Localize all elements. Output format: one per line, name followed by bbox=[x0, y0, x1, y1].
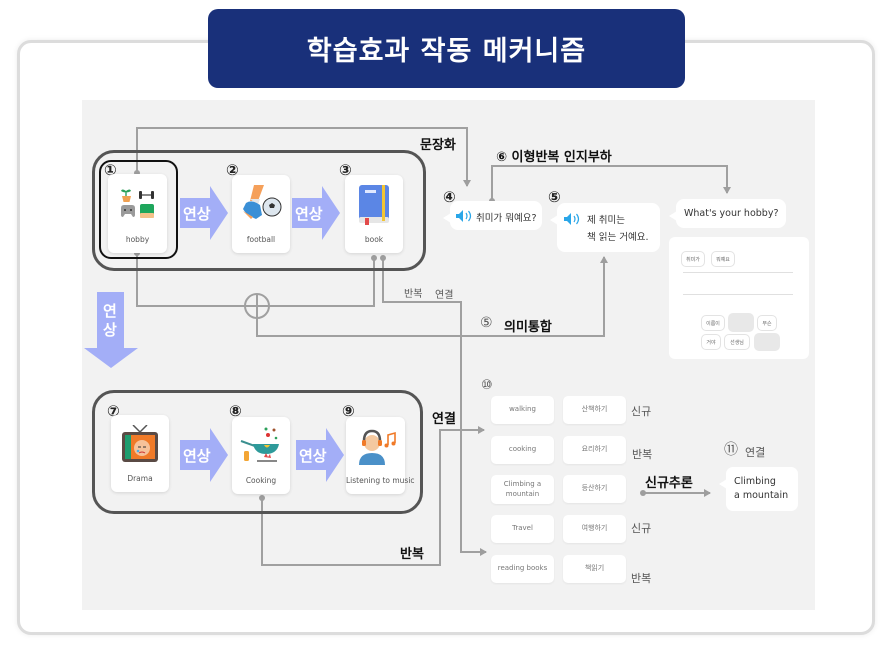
associate-arrow: 연상 bbox=[180, 186, 228, 240]
concept-card-music[interactable]: Listening to music bbox=[346, 417, 415, 494]
cooking-pan-icon bbox=[240, 427, 279, 462]
question-bubble[interactable]: 취미가 뭐예요? bbox=[443, 201, 542, 230]
line-integration bbox=[256, 256, 608, 337]
card-number: ⑧ bbox=[229, 402, 242, 420]
sentence-builder-panel: 취미가 뭐예요 이름이 무슨 거야 선생님 bbox=[669, 237, 809, 359]
word-card-en[interactable]: walking bbox=[491, 396, 554, 424]
empty-chip-slot[interactable] bbox=[728, 313, 754, 332]
card-number: ③ bbox=[339, 161, 352, 179]
line-repeat-connect bbox=[382, 258, 487, 556]
card-number: ⑦ bbox=[107, 402, 120, 420]
word-chip[interactable]: 뭐예요 bbox=[711, 251, 735, 267]
page-title: 학습효과 작동 메커니즘 bbox=[208, 9, 685, 88]
hobby-icon bbox=[120, 189, 154, 218]
card-number: ① bbox=[104, 161, 117, 179]
label-repeat-bottom: 반복 bbox=[400, 547, 424, 562]
card-label: Listening to music bbox=[346, 476, 415, 485]
word-status-tag: 신규 bbox=[631, 522, 652, 535]
word-status-tag: 반복 bbox=[631, 572, 652, 585]
line-cooking-connect bbox=[261, 426, 485, 566]
label-repeat: 반복 bbox=[404, 289, 423, 300]
bubble-number: ⑤ bbox=[548, 188, 561, 206]
tv-drama-icon bbox=[122, 425, 158, 462]
line-cognitive-load bbox=[491, 165, 731, 201]
output-number: ⑪ bbox=[724, 442, 738, 458]
label-integration: 의미통합 bbox=[504, 320, 552, 335]
word-card-en[interactable]: Climbing a mountain bbox=[491, 475, 554, 504]
answer-bubble[interactable]: 제 취미는 책 읽는 거예요. bbox=[550, 203, 660, 252]
selected-hobby-frame bbox=[99, 160, 178, 259]
bottom-concept-group bbox=[92, 390, 423, 514]
associate-arrow: 연상 bbox=[296, 428, 344, 482]
label-cognitive-load: ⑥ 이형반복 인지부하 bbox=[496, 150, 612, 165]
card-label: Cooking bbox=[245, 476, 277, 485]
word-chip[interactable]: 거야 bbox=[701, 334, 721, 350]
label-sentence: 문장화 bbox=[420, 138, 456, 153]
concept-card-book[interactable]: book bbox=[345, 175, 403, 253]
word-card-en[interactable]: Travel bbox=[491, 515, 554, 543]
football-icon bbox=[243, 185, 282, 219]
label-connect: 연결 bbox=[435, 290, 454, 301]
word-card-ko[interactable]: 책읽기 bbox=[563, 555, 626, 583]
word-chip[interactable]: 무슨 bbox=[757, 315, 777, 331]
headphones-person-icon bbox=[358, 429, 396, 465]
speaker-icon[interactable] bbox=[564, 213, 580, 225]
word-list-number: ⑩ bbox=[481, 378, 493, 393]
inferred-output-bubble[interactable]: Climbing a mountain bbox=[719, 467, 798, 511]
empty-chip-slot[interactable] bbox=[754, 333, 780, 351]
answer-line bbox=[683, 294, 793, 295]
word-card-ko[interactable]: 산책하기 bbox=[563, 396, 626, 424]
concept-card-drama[interactable]: Drama bbox=[111, 415, 169, 492]
card-number: ② bbox=[226, 161, 239, 179]
card-label: football bbox=[246, 235, 276, 244]
concept-card-hobby[interactable]: hobby bbox=[108, 174, 167, 253]
card-label: Drama bbox=[127, 474, 153, 483]
label-connect-bottom: 연결 bbox=[432, 412, 456, 427]
english-bubble[interactable]: What's your hobby? bbox=[669, 199, 786, 228]
word-card-ko[interactable]: 요리하기 bbox=[563, 436, 626, 464]
top-concept-group bbox=[92, 150, 426, 271]
word-card-en[interactable]: cooking bbox=[491, 436, 554, 464]
output-label: 연결 bbox=[745, 446, 766, 459]
label-inference: 신규추론 bbox=[645, 476, 693, 491]
word-card-ko[interactable]: 여행하기 bbox=[563, 515, 626, 543]
concept-card-football[interactable]: football bbox=[232, 175, 290, 253]
card-label: book bbox=[364, 235, 384, 244]
word-chip[interactable]: 취미가 bbox=[681, 251, 705, 267]
word-card-en[interactable]: reading books bbox=[491, 555, 554, 583]
concept-card-cooking[interactable]: Cooking bbox=[232, 417, 290, 494]
speaker-icon[interactable] bbox=[456, 210, 472, 222]
associate-arrow: 연상 bbox=[292, 186, 340, 240]
integration-number: ⑤ bbox=[480, 315, 493, 331]
bubble-number: ④ bbox=[443, 188, 456, 206]
card-number: ⑨ bbox=[342, 402, 355, 420]
card-label: hobby bbox=[125, 235, 150, 244]
word-card-ko[interactable]: 등산하기 bbox=[563, 475, 626, 503]
associate-down-arrow: 연 상 bbox=[84, 292, 138, 368]
associate-arrow: 연상 bbox=[180, 428, 228, 482]
answer-line bbox=[683, 272, 793, 273]
word-chip[interactable]: 선생님 bbox=[724, 334, 750, 350]
book-icon bbox=[359, 185, 389, 225]
word-status-tag: 신규 bbox=[631, 405, 652, 418]
word-status-tag: 반복 bbox=[632, 448, 653, 461]
word-chip[interactable]: 이름이 bbox=[701, 315, 725, 331]
